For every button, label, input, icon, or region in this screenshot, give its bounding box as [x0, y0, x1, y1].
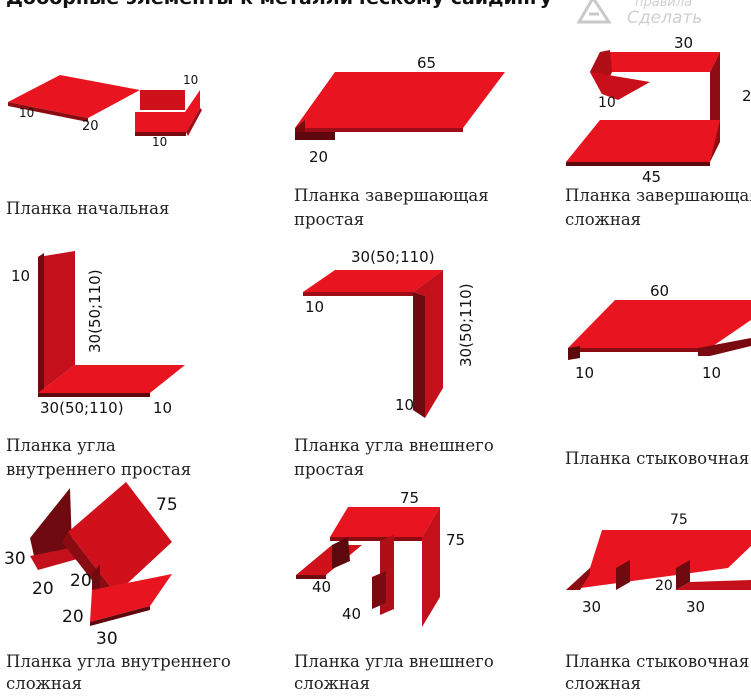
page-title: Доборные элементы к металлическому сайди… — [6, 0, 552, 9]
svg-text:Сделать: Сделать — [627, 8, 702, 26]
drawing-inner-corner-complex: 75 30 20 20 20 30 — [4, 482, 178, 649]
dim-label: 30 — [96, 629, 118, 649]
dim-label: 30(50;110) — [86, 269, 104, 353]
dim-label: 10 — [395, 396, 414, 414]
dim-label: 65 — [417, 54, 436, 72]
site-logo: правила Сделать — [576, 0, 702, 26]
caption-line: сложная — [565, 674, 642, 693]
dim-label: 40 — [312, 578, 331, 596]
drawing-outer-corner-complex: 75 75 40 40 — [296, 489, 465, 627]
dim-label: 30 — [4, 549, 26, 569]
dim-label: 20 — [70, 571, 92, 591]
caption-line: Планка стыковочная — [565, 652, 750, 671]
dim-label: 10 — [575, 364, 594, 382]
dim-label: 10 — [11, 267, 30, 285]
caption-line: сложная — [6, 674, 83, 693]
dim-label: 30 — [686, 598, 705, 616]
caption-line: внутреннего простая — [6, 460, 192, 479]
caption-line: сложная — [294, 674, 371, 693]
dim-label: 10 — [19, 106, 34, 120]
dim-label: 30(50;110) — [457, 283, 475, 367]
drawing-finishing-strip-complex: 30 10 2 45 — [566, 34, 751, 186]
dim-label: 20 — [32, 579, 54, 599]
caption-line: простая — [294, 210, 365, 229]
dim-label: 30 — [674, 34, 693, 52]
caption-line: Планка начальная — [6, 199, 170, 218]
dim-label: 20 — [82, 119, 99, 134]
svg-text:правила: правила — [635, 0, 692, 10]
caption-line: Планка стыковочная — [565, 449, 750, 468]
logo-house-icon — [576, 0, 612, 24]
dim-label: 10 — [598, 95, 616, 111]
dim-label: 10 — [702, 364, 721, 382]
dim-label: 10 — [152, 135, 167, 149]
dim-label: 10 — [153, 399, 172, 417]
dim-label: 30(50;110) — [40, 399, 124, 417]
caption-line: Планка угла внешнего — [294, 652, 494, 671]
drawing-outer-corner-simple: 30(50;110) 10 30(50;110) 10 — [303, 248, 475, 418]
dim-label: 10 — [183, 73, 198, 87]
drawing-joint-strip: 60 10 10 — [568, 282, 751, 382]
drawing-joint-strip-complex: 75 20 30 30 — [566, 512, 751, 616]
caption-line: сложная — [565, 210, 642, 229]
caption-line: Планка угла — [6, 436, 116, 455]
caption-line: Планка завершающая — [294, 186, 489, 205]
caption-line: Планка завершающая — [565, 186, 751, 205]
dim-label: 20 — [62, 607, 84, 627]
dim-label: 75 — [670, 512, 688, 528]
dim-label: 30 — [582, 598, 601, 616]
drawing-starter-strip: 10 10 20 10 — [8, 73, 202, 149]
caption-line: Планка угла внешнего — [294, 436, 494, 455]
dim-label: 20 — [655, 578, 673, 594]
dim-label: 20 — [309, 148, 328, 166]
dim-label: 45 — [642, 168, 661, 186]
dim-label: 30(50;110) — [351, 248, 435, 266]
drawing-finishing-strip-simple: 65 20 — [295, 54, 505, 166]
caption-line: простая — [294, 460, 365, 479]
dim-label: 60 — [650, 282, 669, 300]
drawing-inner-corner-simple: 10 30(50;110) 30(50;110) 10 — [11, 251, 185, 417]
dim-label: 75 — [400, 489, 419, 507]
dim-label: 75 — [446, 531, 465, 549]
caption-line: Планка угла внутреннего — [6, 652, 231, 671]
dim-label: 75 — [156, 495, 178, 515]
dim-label: 2 — [742, 87, 751, 105]
dim-label: 40 — [342, 605, 361, 623]
dim-label: 10 — [305, 298, 324, 316]
